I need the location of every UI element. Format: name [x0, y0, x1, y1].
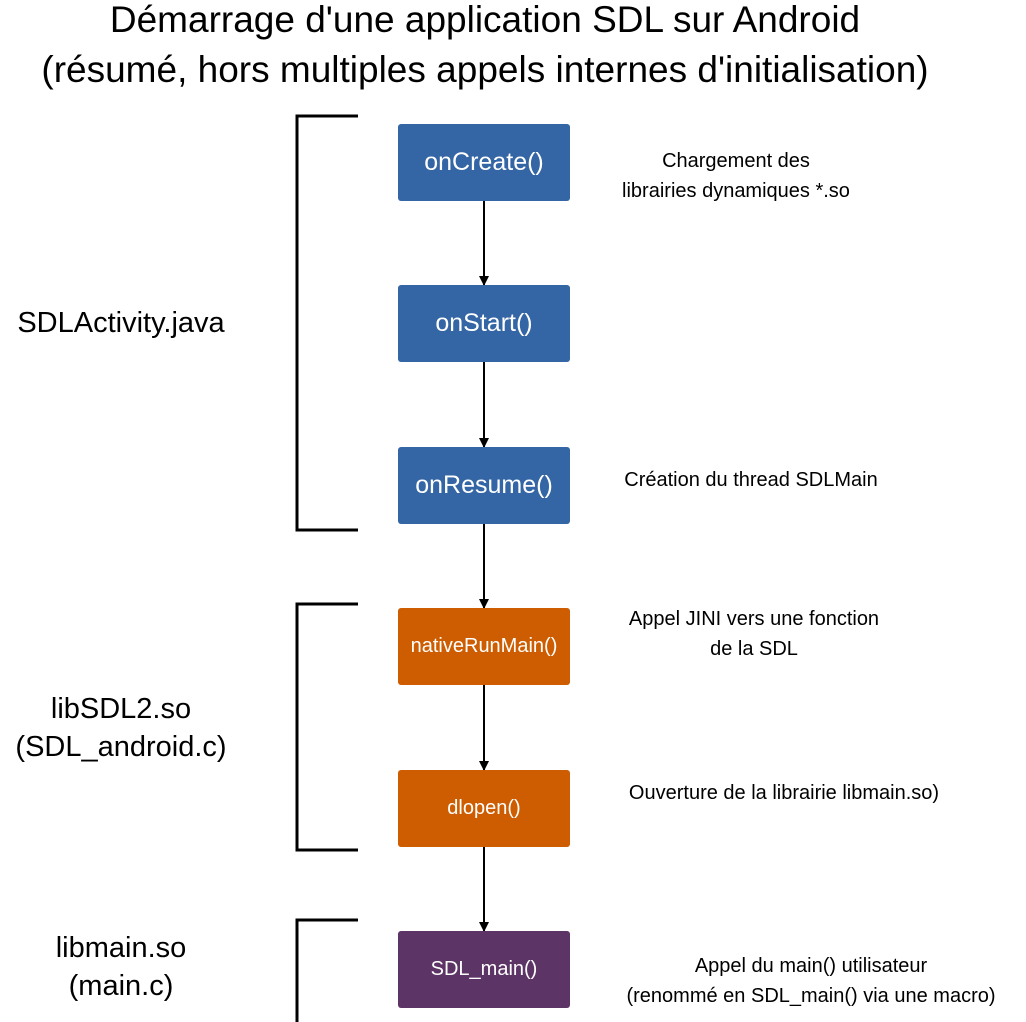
note-appel-jini: Appel JINI vers une fonction de la SDL — [596, 604, 912, 664]
step-onstart: onStart() — [398, 285, 570, 362]
note-line: Appel JINI vers une fonction — [628, 608, 880, 630]
note-line: Appel du main() utilisateur — [694, 955, 928, 977]
group-label-line: (SDL_android.c) — [15, 731, 227, 763]
note-line: (renommé en SDL_main() via une macro) — [626, 985, 996, 1007]
note-line: Ouverture de la librairie libmain.so) — [628, 782, 940, 804]
step-label: nativeRunMain() — [410, 635, 558, 657]
step-oncreate: onCreate() — [398, 124, 570, 201]
note-appel-main: Appel du main() utilisateur (renommé en … — [596, 951, 1026, 1011]
note-ouverture-libmain: Ouverture de la librairie libmain.so) — [596, 778, 972, 808]
note-line: Création du thread SDLMain — [624, 469, 878, 491]
group-label-line: libSDL2.so — [50, 693, 192, 725]
step-label: dlopen() — [447, 797, 521, 819]
step-label: SDL_main() — [430, 958, 538, 980]
note-line: librairies dynamiques *.so — [622, 180, 850, 202]
group-label-libmain: libmain.so (main.c) — [0, 929, 242, 1005]
note-line: Chargement des — [662, 150, 810, 172]
note-line: de la SDL — [710, 638, 798, 660]
bracket-libmain — [295, 918, 358, 1022]
step-onresume: onResume() — [398, 447, 570, 524]
note-creation-thread: Création du thread SDLMain — [596, 465, 906, 495]
note-chargement: Chargement des librairies dynamiques *.s… — [596, 146, 876, 206]
bracket-libsdl2 — [295, 602, 358, 852]
bracket-sdlactivity — [295, 114, 358, 532]
diagram-title-line-1: Démarrage d'une application SDL sur Andr… — [109, 0, 861, 40]
group-label-line: SDLActivity.java — [17, 307, 225, 339]
group-label-sdlactivity: SDLActivity.java — [0, 304, 242, 342]
step-label: onCreate() — [424, 148, 544, 176]
group-label-line: (main.c) — [68, 970, 174, 1002]
group-label-line: libmain.so — [55, 932, 187, 964]
step-label: onStart() — [435, 309, 533, 337]
diagram-title-line-2: (résumé, hors multiples appels internes … — [41, 49, 929, 90]
step-dlopen: dlopen() — [398, 770, 570, 847]
step-label: onResume() — [415, 471, 553, 499]
group-label-libsdl2: libSDL2.so (SDL_android.c) — [0, 690, 242, 766]
step-nativerunmain: nativeRunMain() — [398, 608, 570, 685]
step-sdl-main: SDL_main() — [398, 931, 570, 1008]
